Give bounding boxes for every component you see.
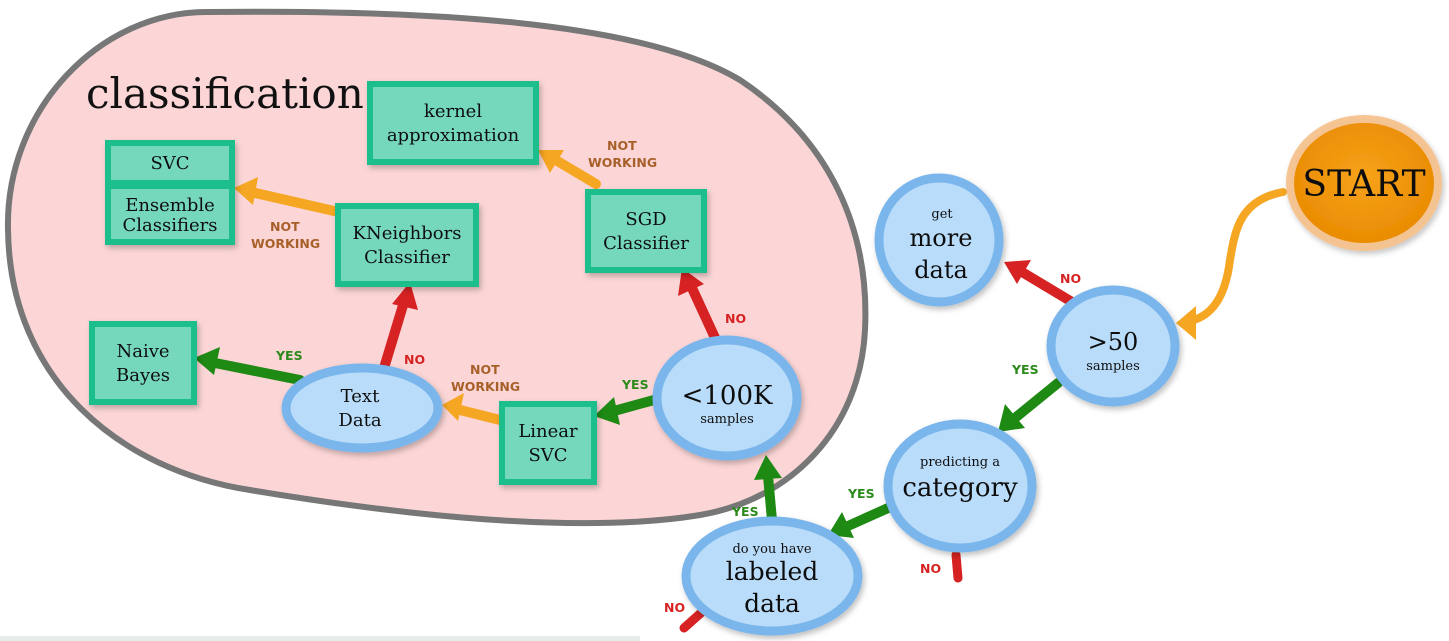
kernel-line1: kernel: [424, 101, 482, 122]
edge-labeled-no: [679, 607, 707, 633]
category-big: category: [902, 473, 1018, 503]
arrowheads: [194, 150, 1196, 538]
samples100k-small: samples: [700, 412, 754, 427]
node-predicting-category[interactable]: predicting a category: [883, 419, 1037, 553]
arrowhead-category-labeled: [828, 512, 854, 538]
arrowhead-linear-text: [442, 393, 464, 421]
node-100k-samples[interactable]: <100K samples: [652, 335, 802, 461]
kneighbors-line1: KNeighbors: [353, 223, 462, 244]
label-sgd-kernel-2: WORKING: [588, 155, 657, 170]
edge-50-more: [1017, 267, 1077, 307]
edge-labeled-100k: [763, 471, 777, 525]
label-text-kneighbors: NO: [404, 352, 425, 367]
linear-svc-line2: SVC: [528, 445, 567, 466]
label-labeled-100k: YES: [731, 504, 759, 519]
samples100k-big: <100K: [682, 381, 773, 411]
box-naive-bayes[interactable]: Naive Bayes: [89, 321, 197, 405]
node-50-samples[interactable]: >50 samples: [1046, 285, 1180, 407]
more-data-big2: data: [914, 256, 968, 284]
arrowhead-50-more: [1004, 260, 1031, 284]
kneighbors-line2: Classifier: [364, 247, 450, 268]
edge-text-naive: [205, 357, 305, 385]
arrowhead-text-naive: [194, 347, 220, 375]
more-data-big1: more: [910, 224, 973, 252]
edge-linear-text: [451, 404, 505, 425]
text-data-line1: Text: [341, 386, 380, 407]
edge-sgd-kernel: [549, 154, 601, 189]
edges: [205, 154, 1287, 633]
labeled-big1: labeled: [726, 557, 819, 586]
sgd-line1: SGD: [625, 209, 666, 230]
ensemble-line2: Classifiers: [123, 215, 218, 236]
edge-100k-linear: [609, 395, 659, 416]
edge-labels: NO YES YES NO YES NO NO YES NOT WORKING …: [251, 138, 1081, 615]
label-kneighbors-ensemble-1: NOT: [270, 219, 300, 234]
label-labeled-no: NO: [664, 600, 685, 615]
edge-50-category: [1010, 378, 1063, 423]
box-kernel-approximation[interactable]: kernel approximation: [367, 81, 539, 165]
box-linear-svc[interactable]: Linear SVC: [499, 401, 597, 485]
label-linear-text-1: NOT: [470, 362, 500, 377]
label-category-labeled: YES: [847, 486, 875, 501]
box-svc-ensemble[interactable]: SVC Ensemble Classifiers: [105, 140, 235, 245]
arrowhead-labeled-100k: [754, 455, 782, 480]
naive-bayes-line1: Naive: [116, 341, 169, 362]
label-sgd-kernel-1: NOT: [607, 138, 637, 153]
arrowhead-sgd-kernel: [538, 150, 564, 173]
label-kneighbors-ensemble-2: WORKING: [251, 236, 320, 251]
edge-start-50: [1182, 188, 1287, 326]
more-data-small: get: [931, 207, 953, 222]
edge-category-no: [951, 550, 963, 583]
sgd-line2: Classifier: [603, 233, 689, 254]
arrowhead-start-50: [1176, 306, 1196, 340]
node-labeled-data[interactable]: do you have labeled data: [681, 516, 863, 636]
node-text-data[interactable]: Text Data: [281, 363, 443, 453]
arrowhead-kneighbors-ensemble: [234, 177, 258, 205]
edge-text-kneighbors: [379, 297, 409, 373]
arrowhead-text-kneighbors: [392, 282, 418, 310]
start-text: START: [1302, 164, 1425, 205]
linear-svc-line1: Linear: [518, 421, 578, 442]
label-100k-sgd: NO: [725, 311, 746, 326]
label-linear-text-2: WORKING: [451, 379, 520, 394]
box-sgd-classifier[interactable]: SGD Classifier: [585, 189, 707, 273]
kernel-line2: approximation: [387, 125, 520, 146]
arrowhead-100k-linear: [594, 397, 620, 425]
samples50-big: >50: [1088, 328, 1139, 356]
arrowhead-100k-sgd: [678, 268, 704, 296]
label-text-naive: YES: [275, 348, 303, 363]
box-kneighbors[interactable]: KNeighbors Classifier: [335, 203, 479, 287]
ensemble-line1: Ensemble: [125, 195, 215, 216]
category-small: predicting a: [920, 455, 1000, 470]
svc-line1: SVC: [150, 153, 189, 174]
node-start[interactable]: START: [1286, 115, 1442, 251]
edge-100k-sgd: [687, 283, 721, 345]
labeled-big2: data: [744, 589, 800, 618]
label-100k-linear: YES: [621, 377, 649, 392]
edge-category-labeled: [843, 503, 893, 531]
labeled-small: do you have: [732, 542, 811, 557]
edge-kneighbors-ensemble: [246, 187, 339, 216]
arrowhead-50-category: [998, 404, 1025, 432]
label-50-more: NO: [1060, 271, 1081, 286]
text-data-line2: Data: [338, 410, 381, 431]
node-get-more-data[interactable]: get more data: [874, 173, 1004, 307]
naive-bayes-line2: Bayes: [116, 365, 170, 386]
region-label: classification: [86, 69, 364, 118]
bottom-edge-strip: [0, 636, 640, 641]
label-category-no: NO: [920, 561, 941, 576]
label-50-category: YES: [1011, 362, 1039, 377]
samples50-small: samples: [1086, 359, 1140, 374]
